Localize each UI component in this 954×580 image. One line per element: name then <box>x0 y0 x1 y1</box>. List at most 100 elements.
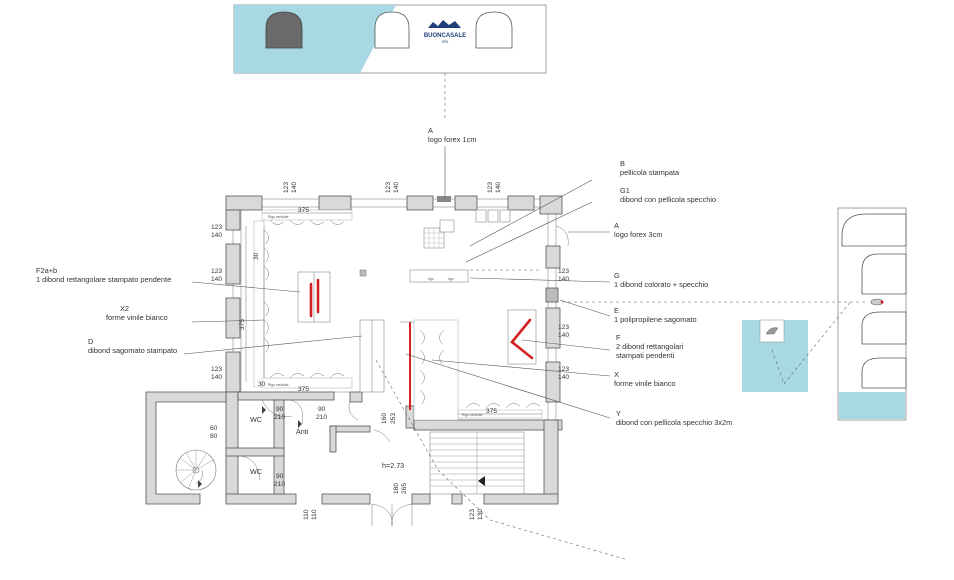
callout-G-code: G <box>614 271 620 280</box>
counter-units: rigo rigo <box>359 209 540 283</box>
callout-F-desc2: stampati pendenti <box>616 351 675 360</box>
span-bottom-left: 375 <box>298 386 309 393</box>
side-elevation <box>837 207 907 421</box>
callout-E-desc: 1 polipropilene sagomato <box>614 315 697 324</box>
door-swings <box>195 225 569 527</box>
dimension-left-3: 123 140 <box>211 366 222 381</box>
spiral-stair-tower <box>145 391 227 505</box>
detail-leader <box>771 299 853 385</box>
callout-B-code: B <box>620 159 625 168</box>
small-30-a: 30 <box>253 252 260 260</box>
callout-F2ab: F2a+b 1 dibond rettangolare stampato pen… <box>36 266 171 284</box>
svg-text:123: 123 <box>469 509 476 520</box>
svg-text:140: 140 <box>211 374 222 381</box>
callout-A-right: A logo forex 3cm <box>614 221 662 239</box>
svg-text:110: 110 <box>303 509 310 520</box>
exterior-walls <box>225 195 563 505</box>
svg-text:90: 90 <box>276 473 284 480</box>
callout-Y: Y dibond con pellicola specchio 3x2m <box>616 409 732 427</box>
small-30-b: 30 <box>258 381 266 388</box>
counter-label-2: rigo <box>448 277 454 281</box>
callout-F: F 2 dibond rettangolari stampati pendent… <box>616 333 684 360</box>
rigo-verticale-top: Rigo verticale <box>268 215 289 219</box>
callout-G-desc: 1 dibond colorato + specchio <box>614 280 708 289</box>
span-top-left: 375 <box>298 207 309 214</box>
svg-text:140: 140 <box>558 374 569 381</box>
callout-A1-desc: logo forex 1cm <box>428 135 476 144</box>
buoncasale-logo: BUONCASALE SPA <box>423 16 467 44</box>
svg-text:123: 123 <box>558 324 569 331</box>
callout-D-desc: dibond sagomato stampato <box>88 346 177 355</box>
svg-text:123: 123 <box>211 224 222 231</box>
callout-D-code: D <box>88 337 93 346</box>
room-anti: Anti <box>296 427 309 436</box>
display-f <box>507 309 537 365</box>
sign-detail-panel <box>742 319 808 392</box>
svg-text:123: 123 <box>211 268 222 275</box>
svg-text:90: 90 <box>318 406 326 413</box>
svg-text:140: 140 <box>558 276 569 283</box>
svg-text:123: 123 <box>558 366 569 373</box>
callout-G1: G1 dibond con pellicola specchio <box>620 186 716 204</box>
callout-G: G 1 dibond colorato + specchio <box>614 271 708 289</box>
callout-E-code: E <box>614 306 619 315</box>
callout-G1-code: G1 <box>620 186 630 195</box>
callout-A2-code: A <box>614 221 619 230</box>
callout-D: D dibond sagomato stampato <box>88 337 177 355</box>
svg-text:140: 140 <box>558 332 569 339</box>
svg-text:123: 123 <box>487 182 494 193</box>
rigo-verticale-bottom: Rigo verticale <box>268 383 289 387</box>
stair-arrow-icon <box>478 476 485 486</box>
callout-A1-code: A <box>428 126 433 135</box>
svg-text:123: 123 <box>283 182 290 193</box>
callout-F2ab-desc: 1 dibond rettangolare stampato pendente <box>36 275 171 284</box>
svg-text:160: 160 <box>381 413 388 424</box>
callout-X2: X2 forme vinile bianco <box>106 304 168 322</box>
svg-text:110: 110 <box>311 509 318 520</box>
svg-text:210: 210 <box>316 414 327 421</box>
dimension-right-1: 123 140 <box>558 268 569 283</box>
svg-text:123: 123 <box>558 268 569 275</box>
callout-Y-code: Y <box>616 409 621 418</box>
room-labels: WC WC Anti h=2.73 <box>250 415 404 476</box>
svg-text:140: 140 <box>211 276 222 283</box>
span-bottom-right: 375 <box>486 408 497 415</box>
svg-text:253: 253 <box>390 413 397 424</box>
callout-F-desc1: 2 dibond rettangolari <box>616 342 684 351</box>
logo-text: BUONCASALE <box>424 33 466 39</box>
long-dashed-guide <box>375 359 629 561</box>
callout-B: B pellicola stampata <box>620 159 680 177</box>
callout-X2-code: X2 <box>120 304 129 313</box>
counter-label-1: rigo <box>428 277 434 281</box>
dimension-right-3: 123 140 <box>558 366 569 381</box>
svg-text:210: 210 <box>274 481 285 488</box>
front-elevation: BUONCASALE SPA <box>233 4 547 74</box>
svg-text:140: 140 <box>393 182 400 193</box>
svg-text:80: 80 <box>210 433 218 440</box>
logo-tag: SPA <box>442 40 449 44</box>
callout-E: E 1 polipropilene sagomato <box>614 306 697 324</box>
leader-lines <box>183 146 611 419</box>
dimension-top-3: 123 140 <box>487 182 502 193</box>
callout-G1-desc: dibond con pellicola specchio <box>620 195 716 204</box>
callout-X: X forme vinile bianco <box>614 370 676 388</box>
dimension-right-2: 123 140 <box>558 324 569 339</box>
main-staircase <box>429 431 525 495</box>
span-left-vertical: 375 <box>239 319 246 330</box>
svg-text:60: 60 <box>210 425 218 432</box>
callout-X-desc: forme vinile bianco <box>614 379 676 388</box>
callout-X2-desc: forme vinile bianco <box>106 313 168 322</box>
rigo-verticale-right: Rigo verticale <box>462 413 483 417</box>
svg-text:90: 90 <box>276 406 284 413</box>
room-wc-2: WC <box>250 467 262 476</box>
callout-Y-desc: dibond con pellicola specchio 3x2m <box>616 418 732 427</box>
svg-text:265: 265 <box>401 483 408 494</box>
svg-text:123: 123 <box>211 366 222 373</box>
door-markers <box>198 406 302 488</box>
ceiling-height: h=2.73 <box>382 461 404 470</box>
callout-F2ab-code: F2a+b <box>36 266 57 275</box>
callout-B-desc: pellicola stampata <box>620 168 680 177</box>
svg-text:180: 180 <box>393 483 400 494</box>
svg-text:140: 140 <box>211 232 222 239</box>
